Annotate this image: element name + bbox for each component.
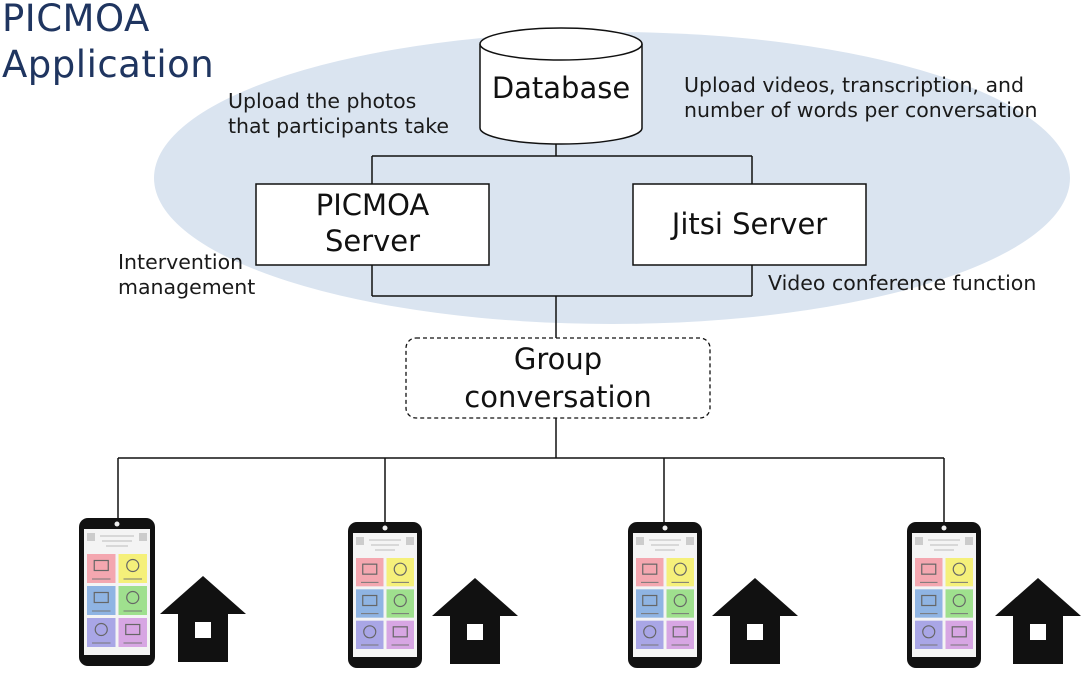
menu-icon [915, 537, 923, 545]
phone-tile [666, 620, 694, 649]
question-bubble-icon [126, 558, 140, 573]
home-icon [995, 578, 1081, 664]
clipboard-icon [392, 626, 408, 638]
participant-phone [628, 522, 702, 668]
alarm-icon [643, 625, 657, 639]
chat-bubble-icon [393, 593, 407, 608]
question-bubble-icon [952, 562, 966, 576]
phone-tile [118, 618, 147, 647]
participant-phone [907, 522, 981, 668]
database-label: Database [491, 71, 631, 105]
phone-tile [666, 558, 694, 587]
jitsi-server-box [632, 183, 867, 266]
phone-tile [87, 586, 116, 615]
upload-photos-line-2: that participants take [228, 114, 450, 138]
upload-photos-note: Upload the photos that participants take [228, 89, 449, 139]
group-conversation-line-2: conversation [464, 380, 652, 414]
phone-tile [87, 554, 116, 583]
phone-tile [915, 589, 943, 618]
application-title: PICMOA Application [2, 0, 214, 88]
participant-phone [348, 522, 422, 668]
phone-tile [945, 589, 973, 618]
phone-tile [666, 589, 694, 618]
menu-icon [87, 533, 95, 541]
home-icon [160, 576, 246, 662]
jitsi-server-label: Jitsi Server [671, 207, 828, 241]
camera-icon [362, 563, 378, 575]
title-line-2: Application [2, 43, 215, 86]
clipboard-icon [672, 626, 688, 638]
question-bubble-icon [673, 562, 687, 576]
phone-tile [636, 589, 664, 618]
group-conversation-box [405, 337, 711, 419]
home-icon [432, 578, 518, 664]
phone-tile [356, 589, 384, 618]
upload-videos-line-1: Upload videos, transcription, and [684, 73, 1025, 97]
menu-icon [636, 537, 644, 545]
title-line-1: PICMOA [2, 0, 150, 40]
picmoa-server-line-1: PICMOA [315, 188, 430, 222]
phone-tile [87, 618, 116, 647]
intervention-line-2: management [118, 275, 256, 299]
settings-icon [406, 537, 414, 545]
connector-lines [117, 144, 945, 524]
phone-tile [118, 554, 147, 583]
phone-tile [386, 620, 414, 649]
picture-icon [921, 594, 937, 607]
alarm-icon [94, 622, 108, 637]
home-icon [712, 578, 798, 664]
intervention-line-1: Intervention [118, 250, 244, 274]
menu-icon [356, 537, 364, 545]
participant-phone [79, 518, 155, 666]
upload-videos-note: Upload videos, transcription, and number… [684, 73, 1037, 123]
chat-bubble-icon [126, 590, 140, 605]
group-conversation-line-1: Group [513, 342, 603, 376]
upload-photos-line-1: Upload the photos [228, 89, 417, 113]
phone-tile [386, 589, 414, 618]
picture-icon [362, 594, 378, 607]
clipboard-icon [951, 626, 967, 638]
alarm-icon [363, 625, 377, 639]
picture-icon [93, 591, 109, 604]
camera-icon [93, 559, 109, 572]
camera-icon [921, 563, 937, 575]
phone-tile [945, 620, 973, 649]
phone-tile [356, 558, 384, 587]
phone-tile [636, 620, 664, 649]
upload-videos-line-2: number of words per conversation [684, 98, 1038, 122]
camera-icon [642, 563, 658, 575]
phone-tile [915, 558, 943, 587]
settings-icon [965, 537, 973, 545]
group-conversation-label: Group conversation [406, 340, 710, 416]
phone-tile [356, 620, 384, 649]
intervention-management-note: Intervention management [118, 250, 255, 300]
chat-bubble-icon [952, 593, 966, 608]
clipboard-icon [125, 623, 141, 636]
picture-icon [642, 594, 658, 607]
settings-icon [686, 537, 694, 545]
phone-tile [945, 558, 973, 587]
database-cylinder [479, 27, 643, 145]
alarm-icon [922, 625, 936, 639]
picmoa-server-label: PICMOA Server [256, 187, 489, 259]
question-bubble-icon [393, 562, 407, 576]
picmoa-server-line-2: Server [324, 224, 421, 258]
phone-tile [915, 620, 943, 649]
picmoa-server-box [255, 183, 490, 266]
phone-tile [386, 558, 414, 587]
chat-bubble-icon [673, 593, 687, 608]
video-conference-note: Video conference function [768, 271, 1037, 295]
phone-tile [118, 586, 147, 615]
settings-icon [139, 533, 147, 541]
phone-tile [636, 558, 664, 587]
